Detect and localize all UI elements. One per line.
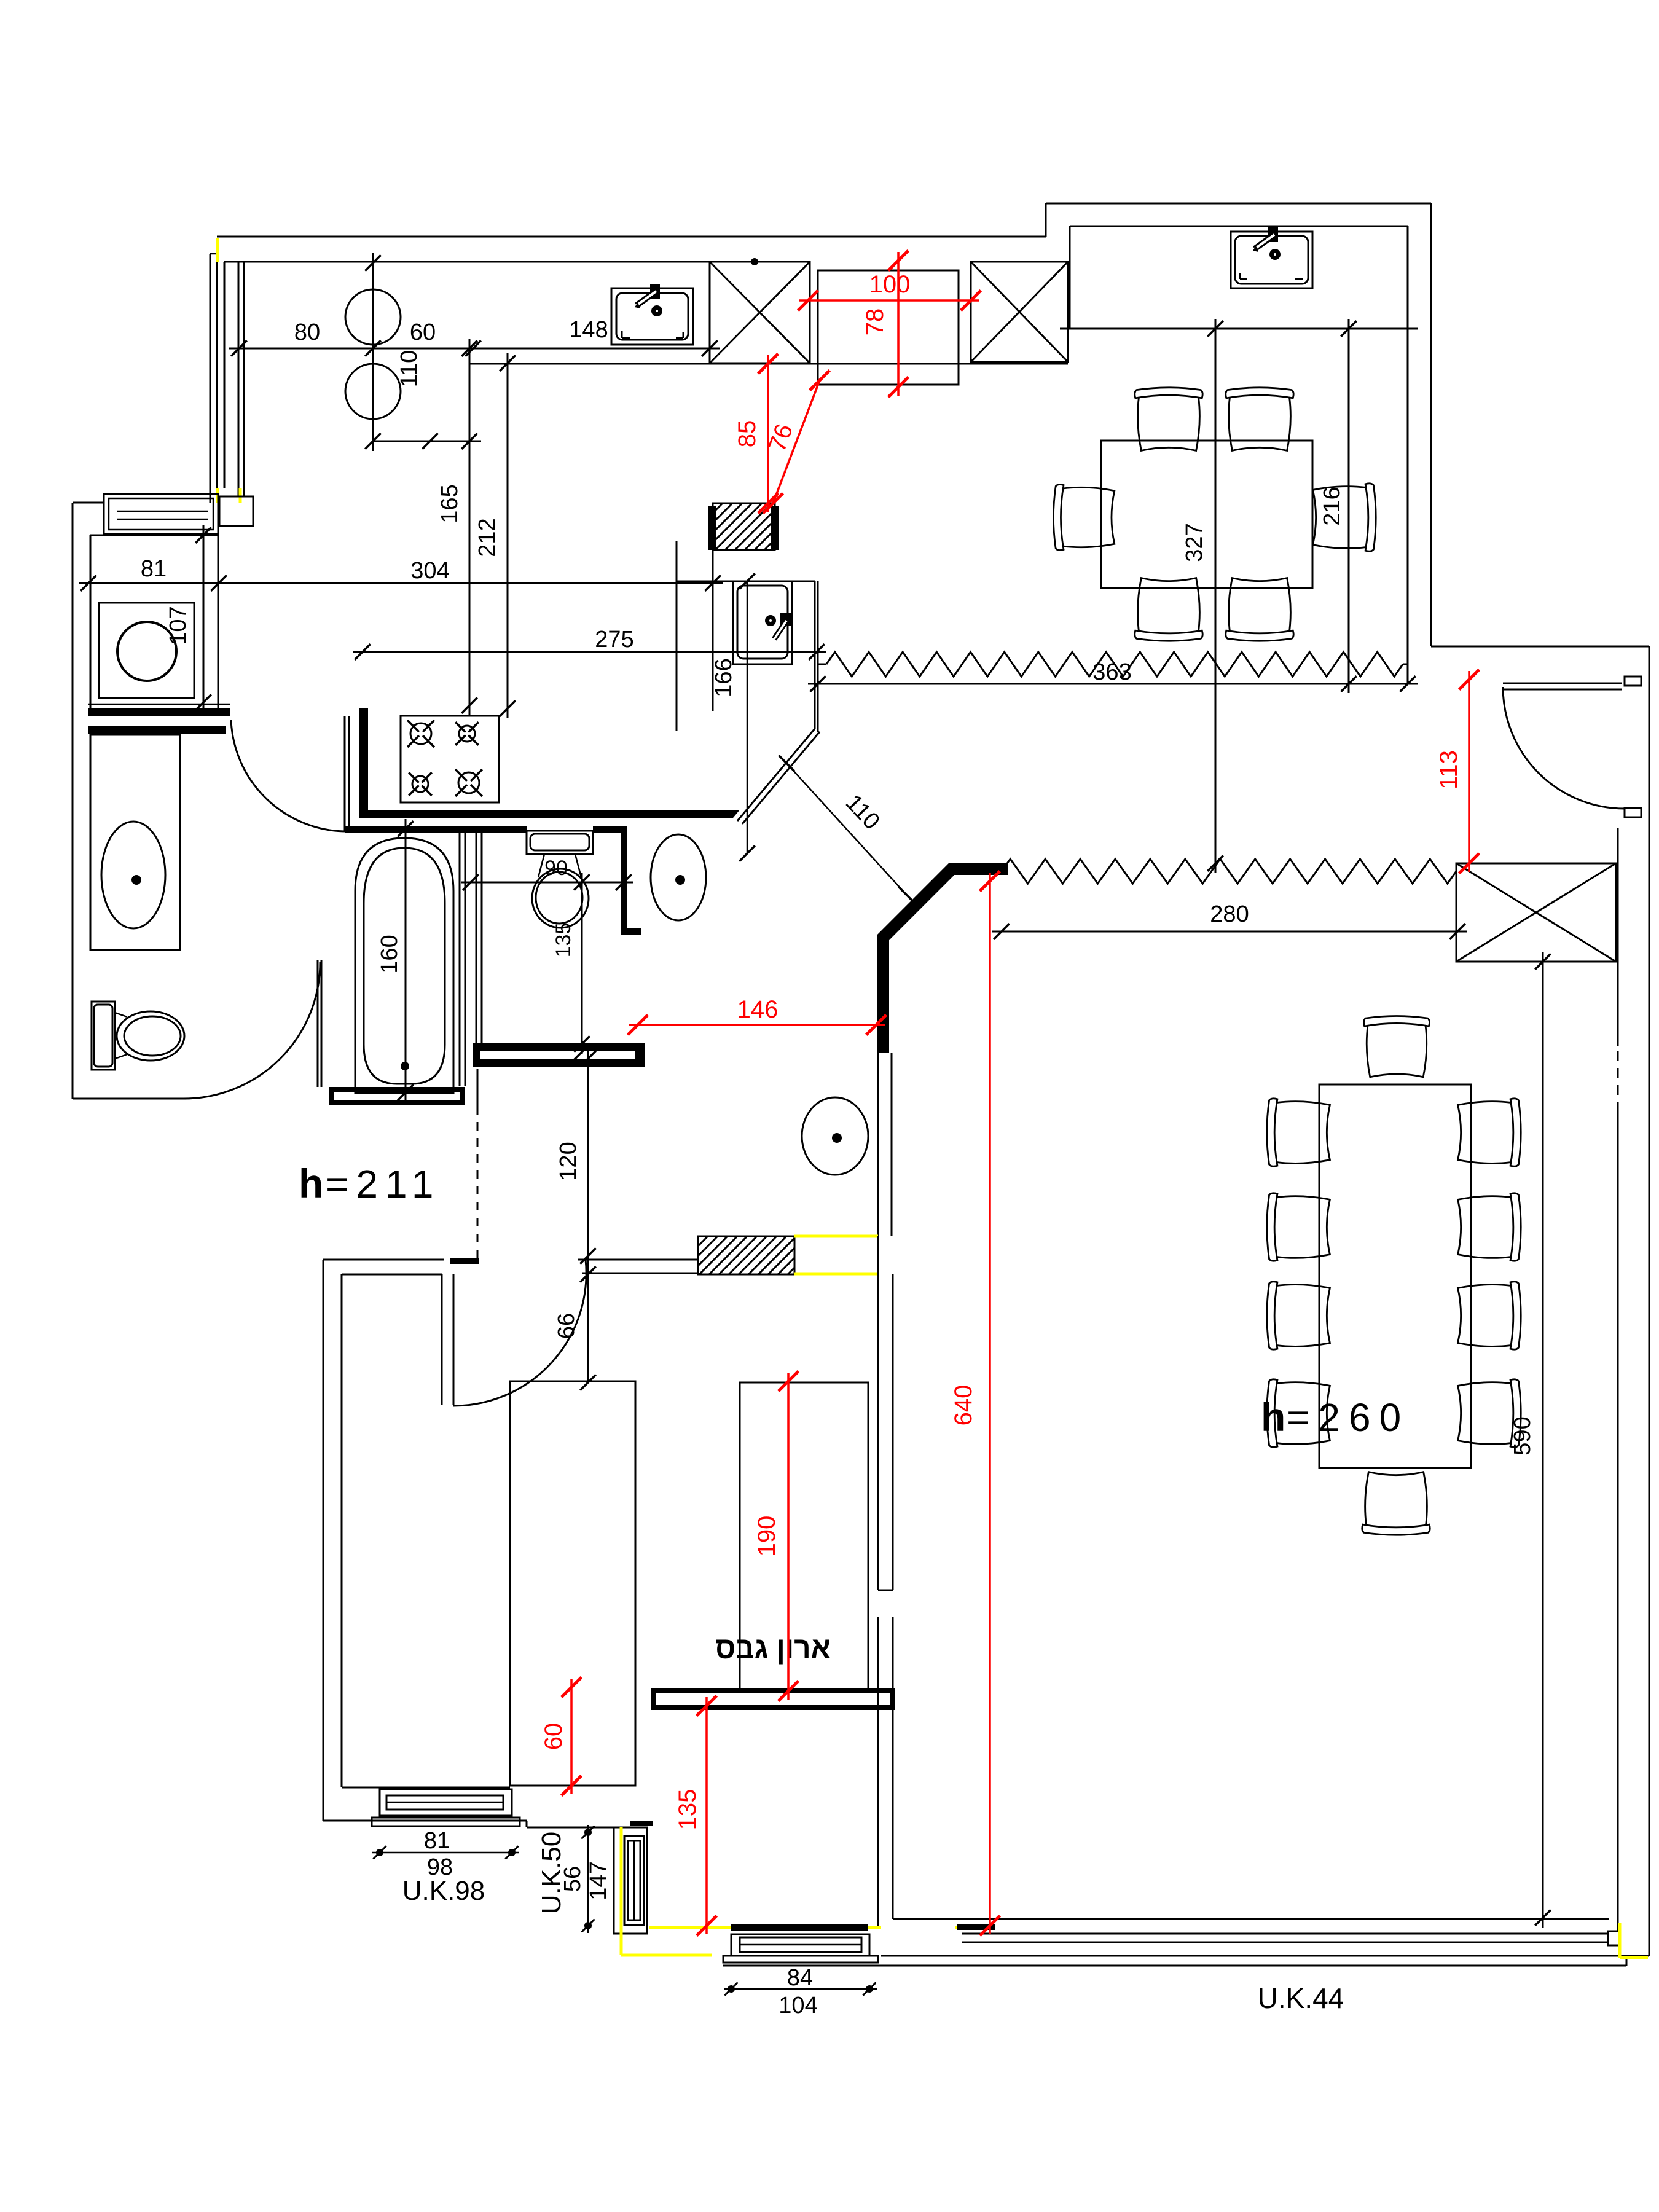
svg-text:ארון גבס: ארון גבס (715, 1631, 831, 1665)
svg-text:84: 84 (787, 1965, 813, 1991)
svg-text:590: 590 (1510, 1416, 1535, 1455)
svg-text:98: 98 (427, 1854, 453, 1880)
svg-text:80: 80 (294, 320, 320, 345)
svg-text:640: 640 (950, 1385, 977, 1426)
svg-text:104: 104 (779, 1993, 817, 2018)
svg-text:107: 107 (165, 606, 191, 645)
svg-text:h: h (1261, 1394, 1285, 1440)
svg-text:66: 66 (554, 1313, 579, 1339)
svg-text:56: 56 (560, 1866, 586, 1892)
svg-text:135: 135 (552, 923, 575, 958)
svg-text:212: 212 (474, 518, 500, 557)
svg-text:148: 148 (569, 317, 608, 343)
svg-text:81: 81 (141, 556, 167, 582)
svg-text:190: 190 (753, 1516, 780, 1557)
svg-text:166: 166 (711, 658, 737, 697)
svg-text:113: 113 (1435, 750, 1462, 790)
svg-text:h: h (299, 1161, 323, 1206)
svg-text:=211: =211 (326, 1162, 441, 1206)
svg-text:100: 100 (869, 271, 911, 298)
svg-text:U.K.98: U.K.98 (402, 1876, 485, 1906)
svg-text:275: 275 (595, 627, 633, 653)
svg-text:216: 216 (1319, 487, 1345, 525)
svg-text:363: 363 (1092, 659, 1131, 685)
svg-text:81: 81 (424, 1828, 450, 1854)
svg-text:146: 146 (737, 996, 779, 1023)
svg-text:165: 165 (437, 484, 463, 523)
svg-text:160: 160 (377, 935, 402, 973)
svg-text:147: 147 (586, 1861, 611, 1900)
svg-text:60: 60 (540, 1723, 567, 1751)
svg-text:=260: =260 (1287, 1395, 1410, 1440)
svg-text:110: 110 (396, 350, 422, 388)
svg-text:U.K.50: U.K.50 (536, 1832, 567, 1915)
svg-text:120: 120 (555, 1142, 581, 1180)
svg-text:78: 78 (861, 308, 888, 336)
svg-text:85: 85 (734, 420, 761, 448)
svg-text:280: 280 (1210, 901, 1249, 927)
svg-text:90: 90 (544, 857, 568, 880)
svg-text:135: 135 (674, 1789, 701, 1830)
svg-text:60: 60 (410, 320, 436, 345)
svg-text:U.K.44: U.K.44 (1258, 1982, 1344, 2014)
svg-text:304: 304 (410, 558, 449, 584)
svg-text:327: 327 (1182, 523, 1207, 562)
